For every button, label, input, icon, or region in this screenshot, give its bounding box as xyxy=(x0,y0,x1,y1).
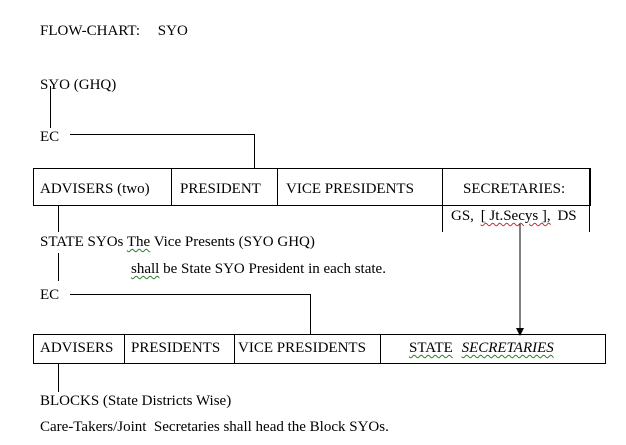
ec-top-label: EC xyxy=(40,129,60,145)
bottom-row-box xyxy=(33,334,606,364)
bottom-row-divider-3 xyxy=(380,334,381,364)
top-row-divider-3 xyxy=(442,168,443,232)
bottom-state-secretaries-cell: STATE SECRETARIES xyxy=(409,339,554,357)
secretaries-arrowhead xyxy=(516,328,524,336)
state-syos-the: The xyxy=(126,234,151,250)
connector-advisers-to-blocks xyxy=(58,364,59,392)
bottom-row-divider-1 xyxy=(124,334,125,364)
sec-ds: DS xyxy=(557,208,577,224)
bottom-secretaries-label: SECRETARIES xyxy=(461,340,554,356)
syo-ghq-label: SYO (GHQ) xyxy=(40,77,117,93)
bottom-row-divider-2 xyxy=(234,334,235,364)
bottom-advisers-cell: ADVISERS xyxy=(40,340,114,356)
state-syos-rest2: be State SYO President in each state. xyxy=(163,261,386,277)
state-syos-prefix: STATE SYOs xyxy=(40,234,124,250)
top-secretaries-detail: GS, [ Jt.Secys ], DS xyxy=(451,207,577,225)
bottom-state-label: STATE xyxy=(409,340,453,356)
care-takers-note: Care-Takers/Joint Secretaries shall head… xyxy=(40,419,389,435)
top-row-box xyxy=(33,168,591,206)
ec-mid-label: EC xyxy=(40,287,60,303)
top-secretaries-cell: SECRETARIES: xyxy=(463,181,566,197)
bottom-vice-presidents-cell: VICE PRESIDENTS xyxy=(238,340,366,356)
top-advisers-cell: ADVISERS (two) xyxy=(40,181,150,197)
flowchart-title-name: SYO xyxy=(157,23,188,39)
top-row-divider-1 xyxy=(171,168,172,206)
state-syos-shall: shall xyxy=(131,261,160,277)
state-syos-rest: Vice Presents (SYO GHQ) xyxy=(153,234,315,250)
top-vice-presidents-cell: VICE PRESIDENTS xyxy=(286,181,414,197)
connector-ec-top-to-president xyxy=(254,134,255,168)
sec-gs: GS, xyxy=(451,208,474,224)
top-president-cell: PRESIDENT xyxy=(180,181,261,197)
connector-state-to-ec xyxy=(58,253,59,281)
connector-ec-mid-horizontal xyxy=(70,294,311,295)
connector-ghq-to-ec xyxy=(50,86,51,128)
state-syos-line2: shall be State SYO President in each sta… xyxy=(131,260,386,278)
connector-ec-top-horizontal xyxy=(70,134,255,135)
bottom-presidents-cell: PRESIDENTS xyxy=(131,340,221,356)
blocks-label: BLOCKS (State Districts Wise) xyxy=(40,393,232,409)
connector-ec-mid-to-vp xyxy=(310,294,311,334)
secretaries-box-right xyxy=(589,168,590,232)
flowchart-title-label: FLOW-CHART: xyxy=(40,23,141,39)
sec-jt-secys: [ Jt.Secys ], xyxy=(480,208,551,224)
top-row-divider-2 xyxy=(277,168,278,206)
flowchart-title: FLOW-CHART: SYO xyxy=(40,22,188,40)
connector-advisers-to-state xyxy=(58,206,59,232)
state-syos-line1: STATE SYOs The Vice Presents (SYO GHQ) xyxy=(40,233,315,251)
